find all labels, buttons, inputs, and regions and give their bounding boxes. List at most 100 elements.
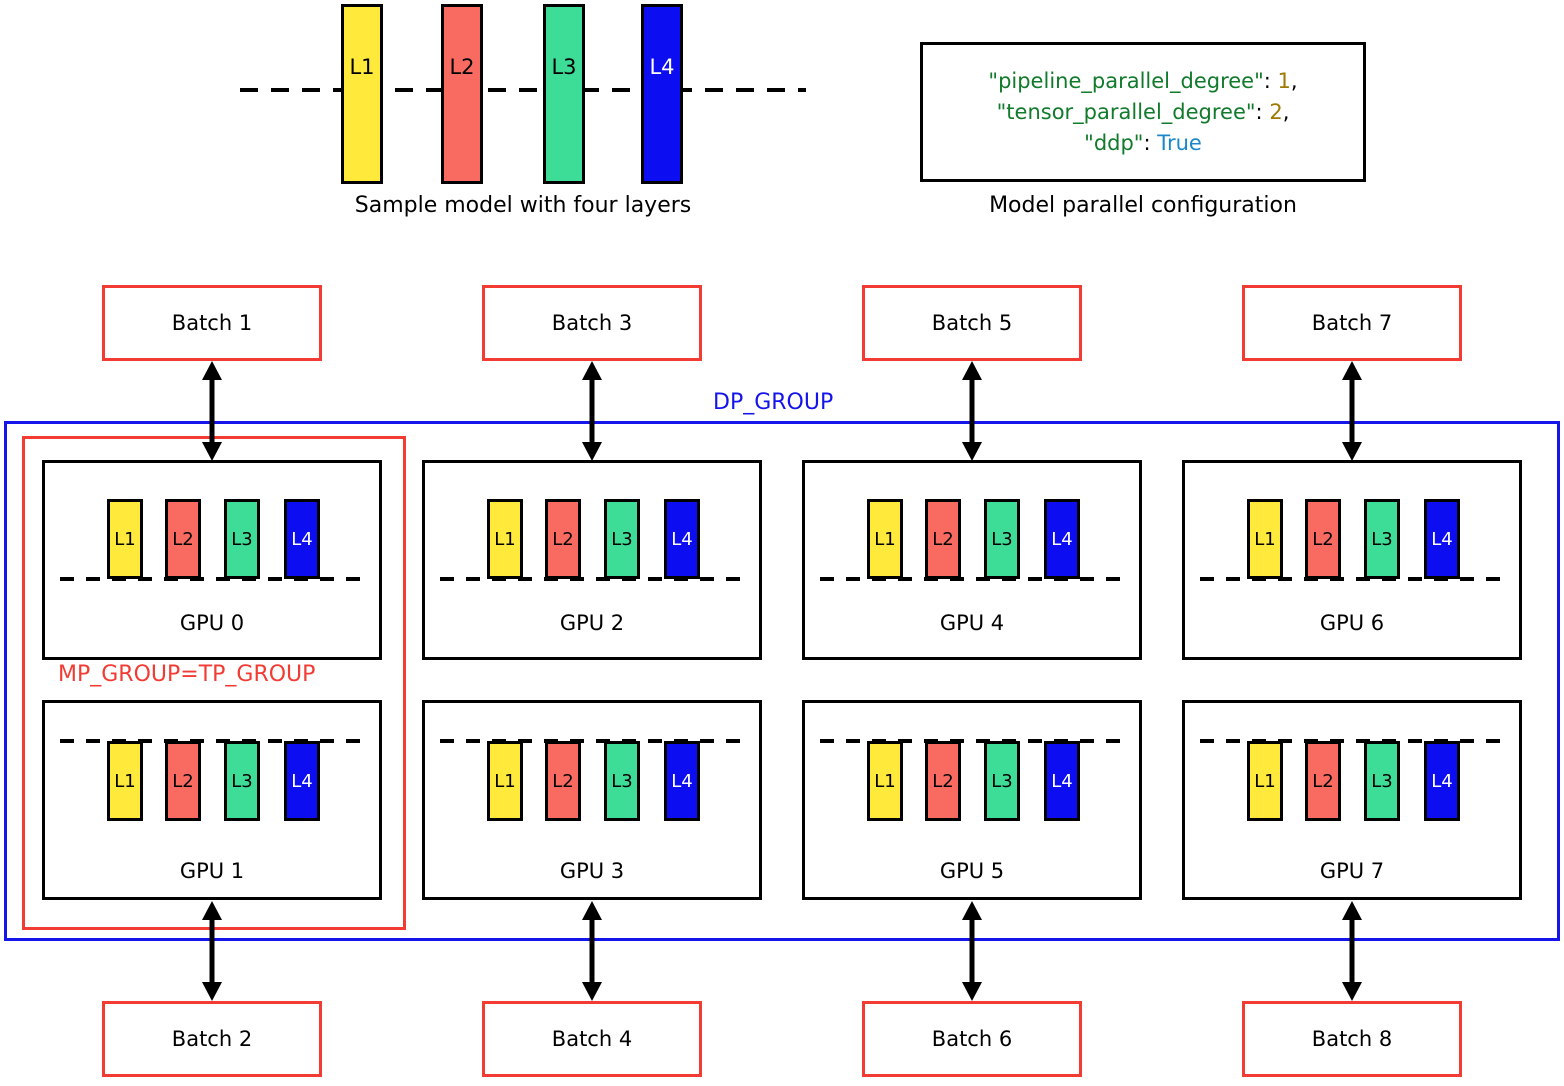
layer-chip-L4: L4: [664, 499, 700, 579]
gpu-label: GPU 3: [559, 859, 625, 883]
layer-chip-label: L1: [874, 770, 896, 792]
tensor-split-dashed-line: [60, 739, 364, 743]
config-key: "ddp": [1084, 130, 1144, 155]
dp-group-rect: [4, 421, 1560, 941]
dp-group-label: DP_GROUP: [713, 390, 834, 415]
bidirectional-arrow-icon: [1342, 361, 1362, 461]
layer-chip-L3: L3: [604, 499, 640, 579]
layer-chip-label: L1: [494, 528, 516, 550]
config-key: "tensor_parallel_degree": [996, 99, 1256, 124]
sample-layer-bar-L4: L4: [641, 4, 683, 184]
sample-layer-label: L1: [349, 55, 375, 79]
sample-model-caption: Sample model with four layers: [354, 193, 692, 218]
layer-chip-L3: L3: [224, 741, 260, 821]
sample-layer-label: L2: [449, 55, 475, 79]
layer-chip-L2: L2: [1305, 741, 1341, 821]
bidirectional-arrow-icon: [582, 901, 602, 1001]
layer-chip-L2: L2: [545, 499, 581, 579]
layer-chip-label: L3: [611, 770, 633, 792]
layer-chip-label: L2: [172, 528, 194, 550]
gpu-label: GPU 5: [939, 859, 1005, 883]
layer-chip-L1: L1: [107, 741, 143, 821]
gpu-box-4: L1 L2 L3 L4 GPU 4: [802, 460, 1142, 660]
layer-chip-L2: L2: [545, 741, 581, 821]
layer-chip-label: L2: [172, 770, 194, 792]
bidirectional-arrow-icon: [962, 361, 982, 461]
gpu-label: GPU 4: [939, 611, 1005, 635]
layer-chip-L2: L2: [165, 499, 201, 579]
config-line-tensor: "tensor_parallel_degree": 2,: [997, 97, 1290, 128]
bidirectional-arrow-icon: [582, 361, 602, 461]
sample-layer-bar-L1: L1: [341, 4, 383, 184]
layer-chip-L4: L4: [1424, 499, 1460, 579]
layer-chip-label: L3: [1371, 770, 1393, 792]
layer-chip-L2: L2: [925, 741, 961, 821]
sample-layer-label: L4: [649, 55, 675, 79]
batch-box-8: Batch 8: [1242, 1001, 1462, 1077]
layer-chip-label: L2: [1312, 770, 1334, 792]
layer-chip-L2: L2: [1305, 499, 1341, 579]
layer-chip-label: L4: [671, 770, 693, 792]
layer-chip-label: L3: [991, 528, 1013, 550]
layer-chip-L3: L3: [984, 499, 1020, 579]
layer-chip-L2: L2: [925, 499, 961, 579]
layer-chip-label: L2: [552, 770, 574, 792]
gpu-box-6: L1 L2 L3 L4 GPU 6: [1182, 460, 1522, 660]
config-comma: ,: [1282, 99, 1290, 124]
gpu-label: GPU 7: [1319, 859, 1385, 883]
layer-chip-L1: L1: [487, 741, 523, 821]
layer-chip-label: L1: [114, 528, 136, 550]
layer-chip-L3: L3: [1364, 741, 1400, 821]
layer-chip-L1: L1: [487, 499, 523, 579]
bidirectional-arrow-icon: [202, 361, 222, 461]
config-value: True: [1157, 130, 1202, 155]
gpu-box-5: L1 L2 L3 L4 GPU 5: [802, 700, 1142, 900]
layer-chip-L4: L4: [664, 741, 700, 821]
gpu-label: GPU 0: [179, 611, 245, 635]
gpu-box-3: L1 L2 L3 L4 GPU 3: [422, 700, 762, 900]
layer-chip-L2: L2: [165, 741, 201, 821]
tensor-split-dashed-line: [1200, 577, 1504, 581]
layer-chip-label: L1: [114, 770, 136, 792]
layer-chip-L4: L4: [284, 741, 320, 821]
layer-chip-L1: L1: [1247, 499, 1283, 579]
batch-box-2: Batch 2: [102, 1001, 322, 1077]
layer-chip-L1: L1: [867, 499, 903, 579]
sample-layer-label: L3: [551, 55, 577, 79]
tensor-split-dashed-line: [820, 739, 1124, 743]
batch-box-4: Batch 4: [482, 1001, 702, 1077]
tensor-split-dashed-line: [1200, 739, 1504, 743]
tensor-split-dashed-line: [820, 577, 1124, 581]
layer-chip-L4: L4: [1424, 741, 1460, 821]
layer-chip-L3: L3: [604, 741, 640, 821]
config-caption: Model parallel configuration: [989, 193, 1297, 218]
config-separator: :: [1255, 99, 1270, 124]
model-parallel-config-box: "pipeline_parallel_degree": 1, "tensor_p…: [920, 42, 1366, 182]
layer-chip-L1: L1: [867, 741, 903, 821]
gpu-label: GPU 2: [559, 611, 625, 635]
mp-group-label: MP_GROUP=TP_GROUP: [58, 662, 316, 687]
layer-chip-label: L4: [1431, 770, 1453, 792]
config-separator: :: [1263, 68, 1278, 93]
layer-chip-label: L2: [932, 528, 954, 550]
config-key: "pipeline_parallel_degree": [988, 68, 1264, 93]
gpu-box-0: L1 L2 L3 L4 GPU 0: [42, 460, 382, 660]
layer-chip-label: L4: [1431, 528, 1453, 550]
layer-chip-label: L1: [874, 528, 896, 550]
layer-chip-label: L4: [671, 528, 693, 550]
layer-chip-label: L4: [1051, 528, 1073, 550]
bidirectional-arrow-icon: [202, 901, 222, 1001]
layer-chip-label: L3: [1371, 528, 1393, 550]
layer-chip-label: L3: [231, 528, 253, 550]
config-value: 1: [1277, 68, 1291, 93]
batch-box-5: Batch 5: [862, 285, 1082, 361]
layer-chip-L4: L4: [1044, 741, 1080, 821]
layer-chip-L4: L4: [1044, 499, 1080, 579]
sample-split-dashed-line: [240, 88, 806, 92]
layer-chip-L3: L3: [1364, 499, 1400, 579]
layer-chip-label: L3: [231, 770, 253, 792]
layer-chip-label: L1: [1254, 528, 1276, 550]
layer-chip-L4: L4: [284, 499, 320, 579]
gpu-box-2: L1 L2 L3 L4 GPU 2: [422, 460, 762, 660]
